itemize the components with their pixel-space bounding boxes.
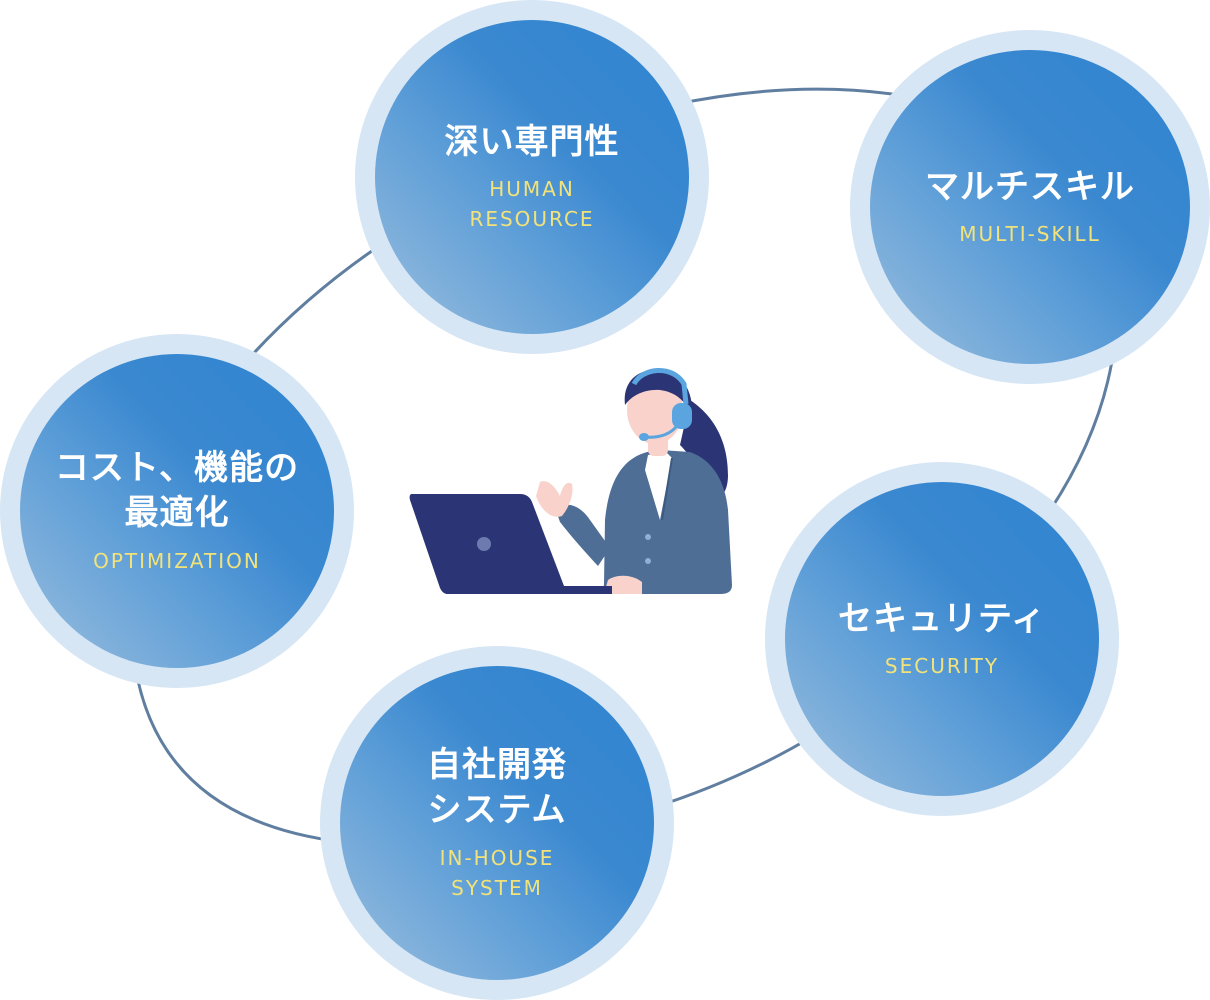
node-multiskill-title: マルチスキル xyxy=(925,165,1135,210)
connector-security-inhouse xyxy=(650,733,817,810)
node-expertise-subtitle-line-2: RESOURCE xyxy=(469,207,595,232)
node-inhouse-title-line-1: 自社開発 xyxy=(427,745,567,786)
node-expertise-title: 深い専門性 xyxy=(445,120,620,165)
node-expertise-subtitle-line-1: HUMAN xyxy=(489,177,575,202)
node-multiskill: マルチスキル MULTI-SKILL xyxy=(850,30,1210,384)
node-optimization-title-line-1: コスト、機能の xyxy=(54,448,300,489)
suit-button-1 xyxy=(645,534,651,540)
lapel xyxy=(661,457,673,521)
shirt-collar xyxy=(645,452,672,520)
headset-band xyxy=(631,368,689,405)
node-optimization-subtitle: OPTIMIZATION xyxy=(93,546,261,576)
node-inhouse-title: 自社開発 システム xyxy=(427,743,567,833)
face xyxy=(627,376,683,444)
node-inhouse-subtitle: IN-HOUSE SYSTEM xyxy=(440,843,555,903)
node-expertise-title-line-1: 深い専門性 xyxy=(444,121,620,162)
node-optimization-title-line-2: 最適化 xyxy=(124,493,230,533)
raised-arm xyxy=(555,504,610,566)
node-inhouse-title-line-2: システム xyxy=(427,790,567,830)
node-security-subtitle: SECURITY xyxy=(885,651,999,681)
node-optimization-subtitle-line-1: OPTIMIZATION xyxy=(93,548,261,573)
connector-optimization-expertise xyxy=(241,238,390,367)
node-expertise-subtitle: HUMAN RESOURCE xyxy=(469,174,594,234)
node-inhouse-subtitle-line-1: IN-HOUSE xyxy=(439,845,555,870)
node-multiskill-title-line-1: マルチスキル xyxy=(925,166,1135,207)
node-multiskill-subtitle-line-1: MULTI-SKILL xyxy=(959,222,1101,247)
hair-top xyxy=(624,369,693,418)
node-optimization-title: コスト、機能の 最適化 xyxy=(55,446,299,536)
connector-inhouse-optimization xyxy=(133,663,345,844)
node-optimization-circle: コスト、機能の 最適化 OPTIMIZATION xyxy=(20,354,334,668)
laptop-base xyxy=(446,586,612,594)
node-security: セキュリティ SECURITY xyxy=(765,462,1119,816)
headset-earpiece xyxy=(672,403,692,429)
node-multiskill-circle: マルチスキル MULTI-SKILL xyxy=(870,50,1190,364)
node-inhouse-circle: 自社開発 システム IN-HOUSE SYSTEM xyxy=(340,666,654,980)
node-expertise-circle: 深い専門性 HUMAN RESOURCE xyxy=(375,20,689,334)
resting-hand xyxy=(604,575,642,594)
node-security-subtitle-line-1: SECURITY xyxy=(884,654,1000,679)
node-security-title-line-1: セキュリティ xyxy=(838,598,1046,639)
raised-hand xyxy=(536,481,573,517)
suit-button-2 xyxy=(645,558,651,564)
laptop-logo xyxy=(477,537,491,551)
suit-body xyxy=(603,450,732,594)
node-inhouse-subtitle-line-2: SYSTEM xyxy=(451,875,543,900)
node-optimization: コスト、機能の 最適化 OPTIMIZATION xyxy=(0,334,354,688)
node-security-title: セキュリティ xyxy=(838,597,1046,642)
node-expertise: 深い専門性 HUMAN RESOURCE xyxy=(355,0,709,354)
headset-mic xyxy=(639,433,649,441)
node-multiskill-subtitle: MULTI-SKILL xyxy=(959,219,1101,249)
operator-with-headset-and-laptop-icon xyxy=(409,368,732,594)
node-inhouse: 自社開発 システム IN-HOUSE SYSTEM xyxy=(320,646,674,1000)
connector-expertise-multiskill xyxy=(670,87,914,107)
node-security-circle: セキュリティ SECURITY xyxy=(785,482,1099,796)
